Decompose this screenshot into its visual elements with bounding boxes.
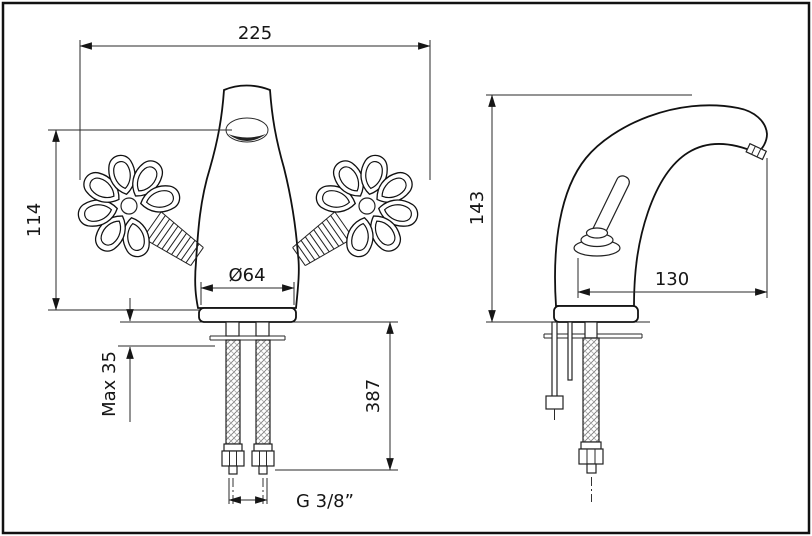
aerator-slot — [228, 134, 266, 141]
stud-nut — [545, 395, 564, 410]
faucet-body-side — [554, 104, 768, 307]
spout-aerator — [745, 142, 768, 161]
right-handle — [313, 152, 421, 260]
left-handle — [75, 152, 183, 260]
flex-hose-left — [225, 339, 241, 445]
right-handle-stem — [292, 211, 354, 266]
mounting-stud — [551, 321, 558, 401]
dim-label-side-height: 143 — [467, 191, 488, 225]
front-view: 225 114 Ø64 Max 35 387 — [24, 23, 431, 512]
base-plate — [198, 307, 297, 323]
dim-height-to-outlet: 114 — [24, 129, 232, 311]
flex-hose-right — [255, 339, 271, 445]
dim-spout-reach: 130 — [577, 158, 768, 298]
hose-nut-right — [251, 450, 275, 467]
dim-max-mounting-thickness: Max 35 — [99, 298, 134, 422]
dim-label-height-to-outlet: 114 — [24, 203, 45, 237]
dim-thread: G 3/8” — [228, 478, 354, 512]
side-underdeck — [543, 321, 643, 502]
lever-handle — [573, 175, 630, 257]
dim-hose-length: 387 — [275, 321, 398, 471]
hose-nut-left — [221, 450, 245, 467]
base-plate-side — [553, 305, 639, 323]
dim-label-thread: G 3/8” — [296, 491, 354, 512]
dim-overall-width: 225 — [79, 23, 431, 180]
faucet-body-front — [194, 84, 300, 309]
dim-label-overall-width: 225 — [238, 23, 272, 44]
dim-side-height: 143 — [467, 94, 692, 323]
left-handle-stem — [142, 211, 204, 266]
dim-label-max-mounting-thickness: Max 35 — [99, 351, 120, 417]
flex-hose-side — [582, 337, 600, 443]
side-view: 143 130 — [467, 94, 768, 502]
dim-label-spout-reach: 130 — [655, 269, 689, 290]
dim-base-diameter: Ø64 — [200, 265, 295, 305]
dim-label-hose-length: 387 — [363, 379, 384, 413]
dim-label-base-diameter: Ø64 — [228, 265, 265, 286]
hose-nut-side — [578, 448, 604, 465]
front-underdeck — [209, 321, 286, 506]
